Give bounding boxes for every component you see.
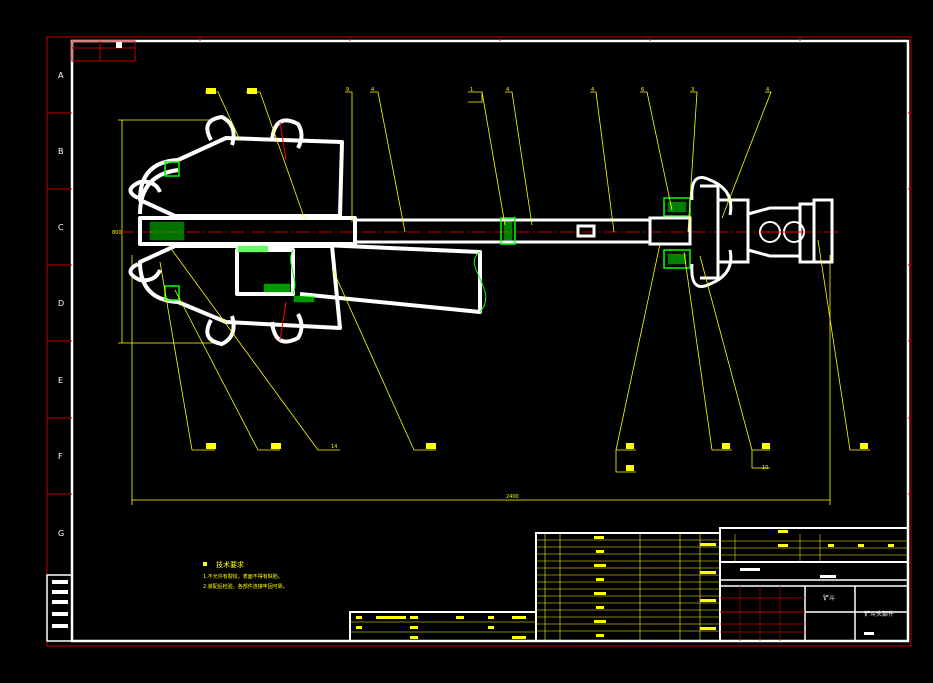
main-shaft (353, 218, 652, 244)
bucket-teeth (128, 114, 304, 347)
zone-label-d: D (58, 299, 64, 308)
callouts-top: 9 4 1 4 4 6 3 4 (206, 87, 769, 94)
leader-lines-bottom (159, 239, 870, 473)
notes-title: 技术要求 (216, 560, 244, 569)
dim-overall-length: 2400 (506, 494, 519, 500)
callout-label: 1 (470, 87, 473, 93)
notes-line-2: 2.装配后检验，各部件连接牢固可靠。 (203, 583, 288, 590)
revision-box (71, 40, 136, 62)
drawing-name: 铲斗 (823, 594, 835, 602)
bom-table-main (535, 532, 721, 642)
callout-box (762, 443, 770, 449)
zone-label-c: C (58, 223, 64, 232)
zone-column-left (47, 112, 72, 495)
callout-box (722, 443, 730, 449)
zone-label-b: B (58, 147, 64, 156)
callout-label-10: 10 (762, 465, 768, 471)
dim-height: 800 (112, 230, 122, 236)
bom-table-small (349, 611, 537, 642)
top-zone-ticks (199, 37, 801, 41)
callout-box (626, 443, 634, 449)
part-name: 铲斗头部件 (864, 610, 894, 618)
callout-box (206, 443, 216, 449)
hatched-parts (149, 161, 691, 303)
hydraulic-head (648, 176, 834, 288)
callout-label: 4 (371, 87, 374, 93)
zone-column-right (908, 112, 911, 495)
notes-bullet (203, 562, 207, 566)
inner-frame (70, 39, 910, 643)
title-block (719, 527, 909, 642)
zone-label-g: G (58, 529, 64, 538)
callout-box (247, 88, 257, 94)
head-centerlines (279, 121, 804, 341)
zone-labels: A B C D E F G (58, 71, 64, 538)
outer-border (46, 36, 912, 647)
callout-label: 6 (641, 87, 644, 93)
callout-label: 4 (766, 87, 769, 93)
zone-label-e: E (58, 376, 63, 385)
revision-marker (116, 42, 122, 48)
zone-label-f: F (58, 452, 63, 461)
callout-box (426, 443, 436, 449)
zone-label-a: A (58, 71, 64, 80)
callout-box (626, 465, 634, 471)
callout-box (860, 443, 868, 449)
break-line (473, 251, 487, 313)
callout-label-14: 14 (331, 444, 337, 450)
callouts-bottom: 14 10 (206, 443, 868, 471)
callout-label: 4 (591, 87, 594, 93)
notes-line-1: 1.不允许有裂纹，表面不得有缺陷。 (203, 573, 283, 580)
callout-label: 4 (506, 87, 509, 93)
side-stamp-table (46, 574, 73, 642)
callout-box (271, 443, 281, 449)
callout-label: 3 (691, 87, 694, 93)
dimension-lines (118, 119, 831, 505)
callout-box (206, 88, 216, 94)
break-line-box (290, 249, 296, 295)
callout-label-9: 9 (346, 87, 349, 93)
